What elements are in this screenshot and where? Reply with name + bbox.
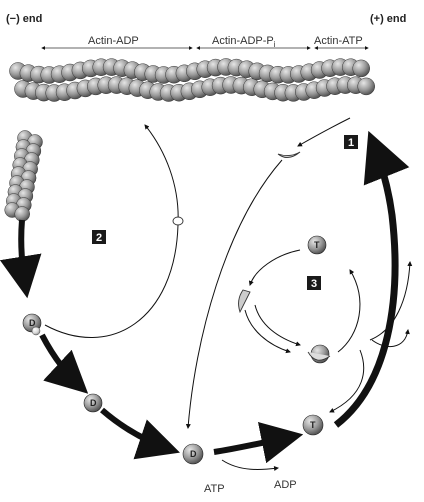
minus-end-label: (−) end xyxy=(6,13,42,25)
plus-end-label: (+) end xyxy=(370,13,406,25)
actin-filament xyxy=(10,59,375,102)
binding-protein-crescent-left xyxy=(239,290,250,312)
svg-text:D: D xyxy=(190,449,197,459)
fragment-subunit xyxy=(15,207,30,222)
free-subunit-adp-1: D xyxy=(23,314,41,335)
thin-arrows xyxy=(45,118,410,470)
step-marker-2: 2 xyxy=(92,230,106,244)
step-marker-1: 1 xyxy=(344,135,358,149)
step-marker-3: 3 xyxy=(307,276,321,290)
atp-label: ATP xyxy=(204,483,225,495)
region-label-actin-adp-pi: Actin-ADP-Pi xyxy=(212,35,276,49)
binding-protein-crescent-top xyxy=(278,152,300,158)
free-subunit-adp-3: D xyxy=(183,444,203,464)
free-subunit-atp-top: T xyxy=(308,236,326,254)
small-oval-protein xyxy=(173,217,183,225)
free-subunit-adp-2: D xyxy=(84,394,102,412)
region-label-actin-adp: Actin-ADP xyxy=(88,35,139,47)
subunit-with-cofactor xyxy=(308,345,330,363)
svg-text:2: 2 xyxy=(96,232,102,244)
region-label-actin-atp: Actin-ATP xyxy=(314,35,363,47)
assembly-arrow xyxy=(336,140,395,425)
svg-text:D: D xyxy=(29,318,36,328)
svg-text:T: T xyxy=(310,420,316,430)
svg-text:3: 3 xyxy=(311,278,317,290)
svg-text:T: T xyxy=(314,240,320,250)
subunit-flow-arrows xyxy=(21,220,295,452)
svg-text:D: D xyxy=(90,398,97,408)
dissociating-filament-fragment xyxy=(5,131,43,222)
filament-subunit xyxy=(353,60,370,77)
adp-label: ADP xyxy=(274,479,297,491)
filament-subunit xyxy=(358,78,375,95)
svg-text:1: 1 xyxy=(348,137,354,149)
free-subunit-atp-bottom: T xyxy=(303,415,323,435)
